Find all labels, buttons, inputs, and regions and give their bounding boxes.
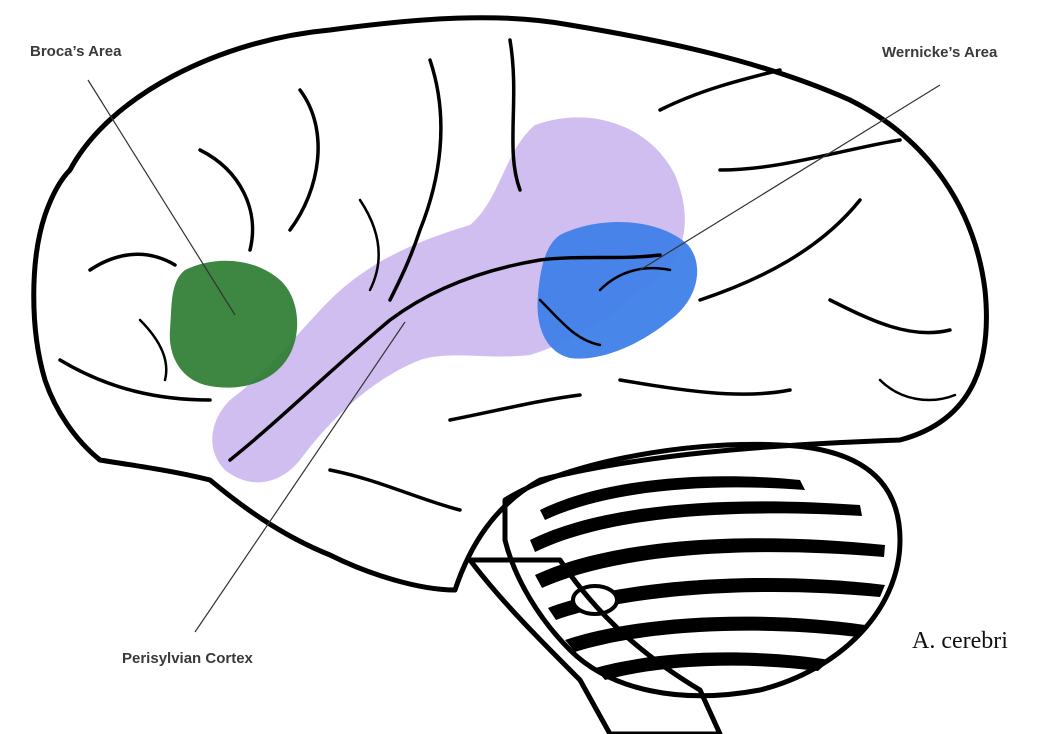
wernicke-area-region xyxy=(537,222,697,359)
wernicke-leader-line xyxy=(640,85,940,270)
wernicke-area-label: Wernicke’s Area xyxy=(882,44,997,61)
broca-leader-line xyxy=(88,80,235,315)
perisylvian-cortex-label: Perisylvian Cortex xyxy=(122,650,253,667)
broca-area-region xyxy=(170,261,297,388)
broca-area-label: Broca’s Area xyxy=(30,43,121,60)
figure-caption: A. cerebri xyxy=(912,628,1008,655)
